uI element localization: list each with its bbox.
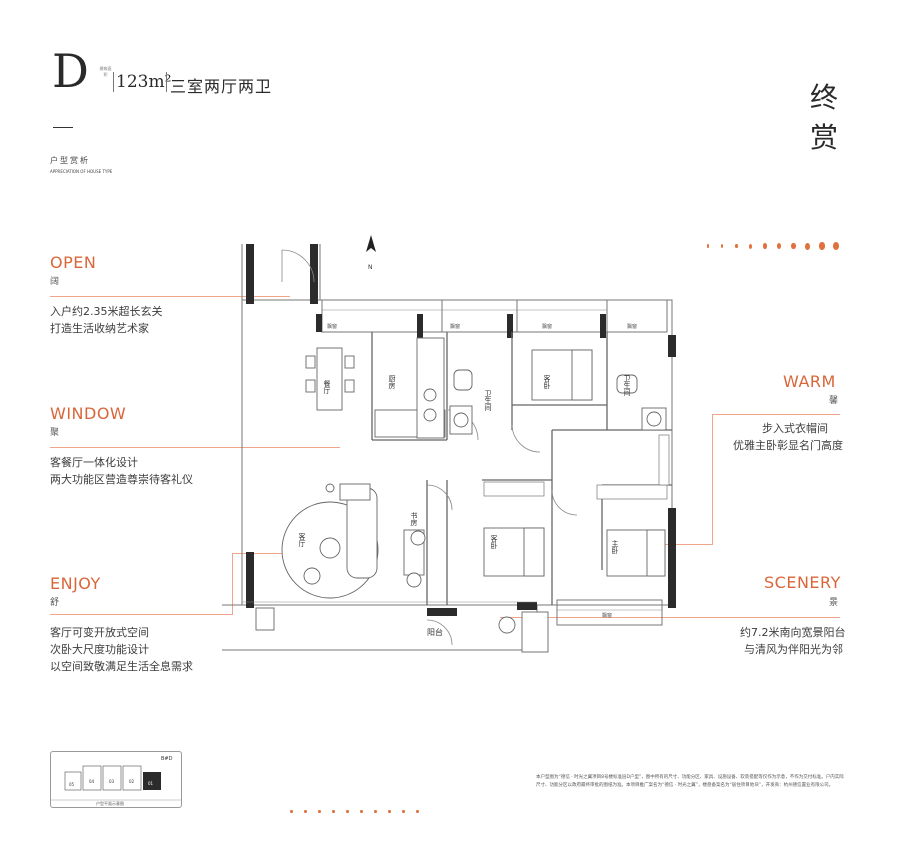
dot-decoration [749, 243, 752, 249]
feature-enjoy-line: 客厅可变开放式空间 [50, 626, 149, 639]
keyplan: B#D 05 04 03 02 01 户型平面示意图 [50, 751, 182, 808]
wardrobe-icon [483, 434, 670, 500]
header-rule [53, 127, 73, 128]
disclaimer: 本户型图为“德信 · 时光之翼项目8号楼标准层D户型”，图中所有的尺寸、功能分区… [536, 775, 844, 788]
leader-line [232, 553, 310, 554]
feature-window-line: 两大功能区营造尊崇待客礼仪 [50, 473, 193, 486]
floor-plan: N [222, 235, 676, 653]
leader-line [712, 414, 840, 415]
keyplan-unit: 04 [89, 779, 95, 784]
dot-decoration [318, 809, 321, 813]
keyplan-unit: 02 [129, 779, 135, 784]
desk-icon [403, 529, 426, 588]
keyplan-tag: B#D [161, 756, 173, 762]
feature-warm-line: 步入式衣帽间 [762, 422, 828, 435]
room-label-dining: 餐厅 [323, 379, 331, 394]
kitchen-counter-icon [374, 337, 446, 439]
dot-decoration [735, 243, 738, 249]
feature-window-title: WINDOW [50, 404, 127, 423]
keyplan-unit: 05 [69, 782, 75, 787]
area-tag: 建筑面积 [99, 66, 112, 77]
dot-decoration [360, 809, 363, 813]
feature-warm-title: WARM [783, 372, 836, 391]
window-label: 飘窗 [602, 612, 612, 619]
dot-decoration [707, 244, 709, 248]
brand-vertical-title: 终赏 [809, 81, 838, 154]
north-arrow-icon [366, 235, 376, 252]
feature-scenery-title: SCENERY [764, 573, 841, 592]
feature-scenery-line: 约7.2米南向宽景阳台 [740, 626, 846, 639]
feature-scenery-line: 与清风为伴阳光为邻 [744, 643, 843, 656]
dot-decoration [833, 242, 839, 250]
feature-open-line: 打造生活收纳艺术家 [50, 322, 149, 335]
room-label-bedroom-top: 客卧 [543, 374, 551, 390]
divider [113, 72, 114, 92]
feature-enjoy-title: ENJOY [50, 574, 101, 593]
room-label-bath2: 卫生间 [623, 375, 631, 397]
leader-line [660, 544, 713, 545]
bed-icon [606, 529, 666, 577]
feature-enjoy-line: 次卧大尺度功能设计 [50, 643, 149, 656]
keyplan-highlight [143, 772, 161, 790]
feature-window-line: 客餐厅一体化设计 [50, 456, 138, 469]
feature-window-sub: 聚 [50, 428, 60, 438]
room-label-kitchen: 厨房 [388, 375, 396, 390]
unit-area: 123m² [116, 72, 172, 92]
dining-table-icon [305, 347, 355, 411]
room-label-master: 主卧 [611, 539, 619, 555]
dot-decoration [819, 242, 825, 250]
room-label-balcony: 阳台 [427, 627, 443, 637]
bed-icon [483, 527, 545, 577]
subtitle-en: APPRECIATION OF HOUSE TYPE [50, 169, 113, 174]
dot-decoration [416, 809, 419, 813]
feature-enjoy-line: 以空间致敬满足生活全息需求 [50, 660, 193, 673]
leader-line [500, 617, 840, 618]
keyplan-unit: 03 [109, 779, 115, 784]
leader-line [50, 296, 290, 297]
window-label: 飘窗 [542, 323, 552, 330]
subtitle-cn: 户型赏析 [50, 156, 90, 165]
dot-decoration [290, 809, 293, 813]
unit-rooms: 三室两厅两卫 [170, 77, 273, 96]
dot-decoration [374, 809, 377, 813]
dot-decoration [805, 242, 810, 250]
dot-decoration [332, 809, 335, 813]
leader-line [712, 414, 713, 544]
bed-icon [531, 349, 593, 401]
room-label-bath1: 卫生间 [484, 390, 492, 412]
room-label-study: 书房 [410, 511, 418, 527]
dot-decoration [763, 243, 767, 249]
keyplan-caption: 户型平面示意图 [96, 801, 124, 806]
bathroom-fixtures-icon [616, 374, 667, 431]
feature-warm-line: 优雅主卧彰显名门高度 [733, 439, 843, 452]
window-label: 飘窗 [627, 323, 637, 330]
leader-line [232, 553, 233, 615]
leader-line [50, 447, 340, 448]
dot-decoration [304, 809, 307, 813]
dot-decoration [388, 809, 391, 813]
balcony-items-icon [255, 607, 549, 653]
room-label-bedroom-mid: 客卧 [490, 534, 498, 550]
dot-decoration [402, 809, 405, 813]
room-label-living: 客厅 [298, 532, 306, 547]
window-label: 飘窗 [450, 323, 460, 330]
leader-line [50, 614, 232, 615]
divider [166, 72, 167, 92]
feature-enjoy-sub: 舒 [50, 598, 60, 608]
feature-open-sub: 阔 [50, 277, 60, 287]
feature-scenery-sub: 景 [829, 598, 839, 608]
unit-letter: D [52, 44, 89, 98]
feature-open-title: OPEN [50, 253, 97, 272]
north-label: N [368, 264, 373, 271]
dot-decoration [791, 242, 796, 250]
keyplan-unit: 01 [148, 781, 154, 786]
bathroom-fixtures-icon [449, 369, 473, 435]
dot-decoration [346, 809, 349, 813]
feature-warm-sub: 馨 [829, 396, 839, 406]
dot-decoration [721, 244, 723, 248]
dot-decoration [777, 243, 781, 249]
sofa-icon [281, 483, 379, 599]
window-label: 飘窗 [327, 323, 337, 330]
feature-open-line: 入户约2.35米超长玄关 [50, 305, 163, 318]
